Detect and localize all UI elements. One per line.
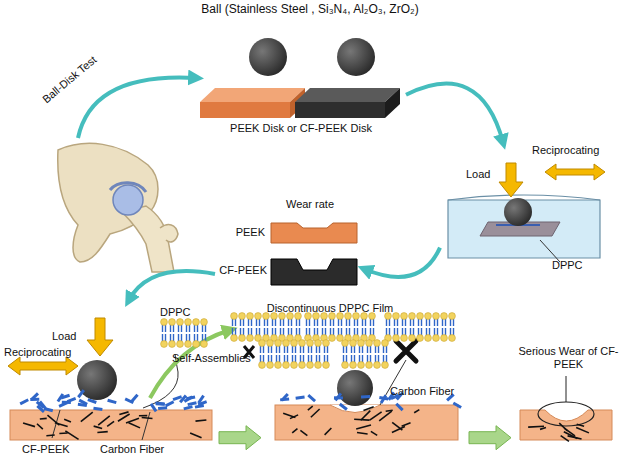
cf-peek-slab — [275, 405, 458, 440]
test-ball — [249, 38, 287, 76]
node-text: CF-PEEK — [215, 264, 267, 277]
peek-disk — [200, 88, 305, 118]
test-bath: Load ReciprocatingDPPC — [440, 142, 620, 274]
test-ball — [77, 360, 117, 400]
node-text: PEEK Disk or CF-PEEK Disk — [196, 122, 406, 135]
node-text: DPPC — [552, 259, 602, 272]
node-text: Load — [466, 168, 506, 181]
wear-bar: CF-PEEK — [215, 256, 365, 288]
node-text: PEEK — [215, 226, 265, 239]
ball-group: Ball (Stainless Steel , Si₃N₄, Al₂O₃, Zr… — [190, 0, 430, 82]
block-arrow — [219, 426, 261, 450]
reciprocating-arrow — [8, 357, 78, 375]
node-text: Carbon Fiber — [390, 385, 465, 398]
node-text: Reciprocating — [4, 346, 94, 359]
annotation-label: Self-Assemblies — [172, 352, 267, 365]
test-ball — [337, 38, 375, 76]
stage-box: Serious Wear of CF-PEEK — [515, 345, 622, 450]
worn-cf-peek — [520, 410, 612, 440]
flow-arrow — [129, 271, 215, 300]
cf-peek-slab — [10, 410, 212, 440]
reciprocating-arrow — [545, 164, 605, 180]
flow-arrow — [406, 84, 503, 142]
node-text: Reciprocating — [532, 144, 620, 157]
wear-rate-panel: Wear ratePEEK CF-PEEK — [215, 198, 365, 293]
stage-box: Discontinuous DPPC FilmCarbon Fiber — [265, 300, 465, 470]
node-text: CF-PEEK — [22, 443, 82, 456]
dppc-bath — [448, 195, 600, 262]
node-text: Ball (Stainless Steel , Si₃N₄, Al₂O₃, Zr… — [190, 2, 430, 16]
node-text: Discontinuous DPPC Film — [235, 302, 425, 315]
generated-art — [20, 313, 589, 442]
cf-peek-disk — [295, 88, 400, 118]
process-arrow — [78, 78, 196, 139]
disk-group: PEEK Disk or CF-PEEK Disk — [196, 84, 406, 138]
block-arrow — [469, 426, 511, 450]
node-text: Serious Wear of CF-PEEK — [515, 345, 622, 371]
load-arrow — [499, 163, 523, 197]
annotation-label: Ball-Disk Test — [40, 38, 117, 106]
hip-joint — [58, 143, 178, 272]
stage-box: LoadReciprocating DPPC CF-PEEK Carbon Fiber — [0, 300, 215, 470]
wear-bar: PEEK — [215, 220, 365, 246]
load-arrow — [87, 318, 113, 356]
flow-arrow — [365, 248, 440, 277]
node-text: Carbon Fiber — [100, 443, 180, 456]
node-text: Wear rate — [260, 198, 360, 211]
node-text: DPPC — [160, 306, 205, 319]
carbon-fiber-mark — [396, 341, 416, 361]
node-text: Load — [52, 330, 92, 343]
test-ball — [337, 370, 373, 406]
